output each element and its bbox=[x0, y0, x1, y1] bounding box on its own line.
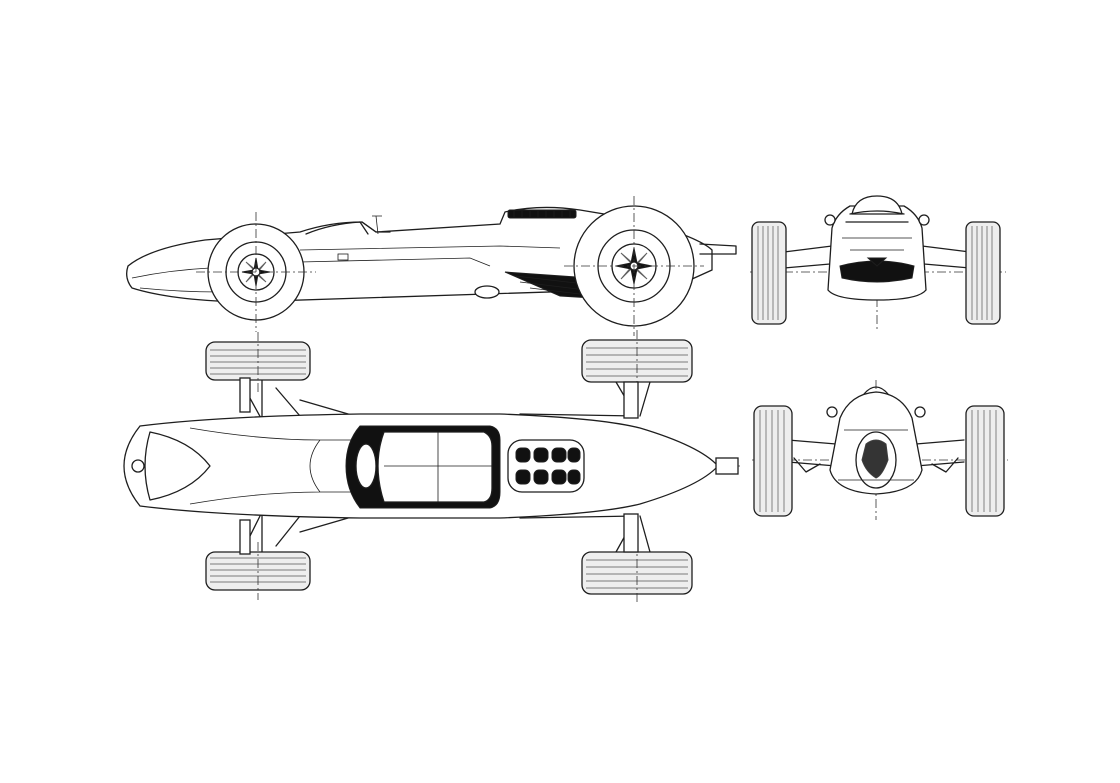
top-steering-wheel bbox=[355, 443, 377, 489]
side-lower-line bbox=[299, 257, 491, 267]
side-shoulder-line bbox=[299, 245, 561, 251]
top-nose-scoop bbox=[144, 431, 211, 501]
front-mirror-right bbox=[918, 214, 930, 226]
rear-left-tire bbox=[753, 405, 793, 517]
side-badge bbox=[474, 285, 500, 299]
side-fuel-filler bbox=[337, 253, 349, 261]
rear-mirror-left bbox=[826, 406, 838, 418]
side-tailpipe bbox=[699, 243, 737, 255]
rear-right-tire bbox=[965, 405, 1005, 517]
top-nose-cap bbox=[131, 459, 145, 473]
rear-mirror-right bbox=[914, 406, 926, 418]
top-seat-divider bbox=[384, 432, 492, 502]
top-body-lines bbox=[189, 427, 500, 505]
front-left-tire bbox=[751, 221, 787, 325]
rear-rollbar bbox=[863, 386, 889, 395]
side-engine-cover bbox=[507, 209, 577, 219]
front-grille bbox=[839, 260, 915, 283]
side-front-wheel bbox=[196, 212, 316, 332]
front-badge bbox=[866, 257, 888, 267]
front-body bbox=[827, 205, 927, 301]
top-upright-rl bbox=[623, 381, 639, 419]
top-rear-left-tire bbox=[581, 330, 693, 392]
top-view bbox=[123, 330, 740, 604]
front-suspension bbox=[783, 245, 971, 269]
front-body-line bbox=[842, 237, 912, 251]
rear-engine-detail bbox=[861, 439, 889, 479]
side-view bbox=[126, 196, 737, 336]
top-front-left-tire bbox=[205, 332, 311, 392]
top-cockpit-opening bbox=[377, 431, 493, 503]
side-rollbar bbox=[372, 215, 382, 235]
top-upright-fr bbox=[239, 519, 251, 555]
front-windscreen bbox=[845, 210, 909, 223]
front-mirror-left bbox=[824, 214, 836, 226]
rear-suspension bbox=[787, 439, 965, 473]
top-front-right-tire bbox=[205, 542, 311, 600]
front-right-tire bbox=[965, 221, 1001, 325]
front-driver-helmet bbox=[851, 195, 903, 215]
side-rear-wheel bbox=[564, 196, 704, 336]
front-view bbox=[750, 195, 1006, 330]
side-windscreen bbox=[305, 221, 391, 235]
rear-body-lines bbox=[838, 429, 914, 481]
top-upright-fl bbox=[239, 377, 251, 413]
top-upright-rr bbox=[623, 513, 639, 553]
rear-view bbox=[752, 380, 1008, 520]
top-exhaust-pipe bbox=[715, 457, 739, 475]
top-engine-intakes bbox=[507, 439, 585, 493]
